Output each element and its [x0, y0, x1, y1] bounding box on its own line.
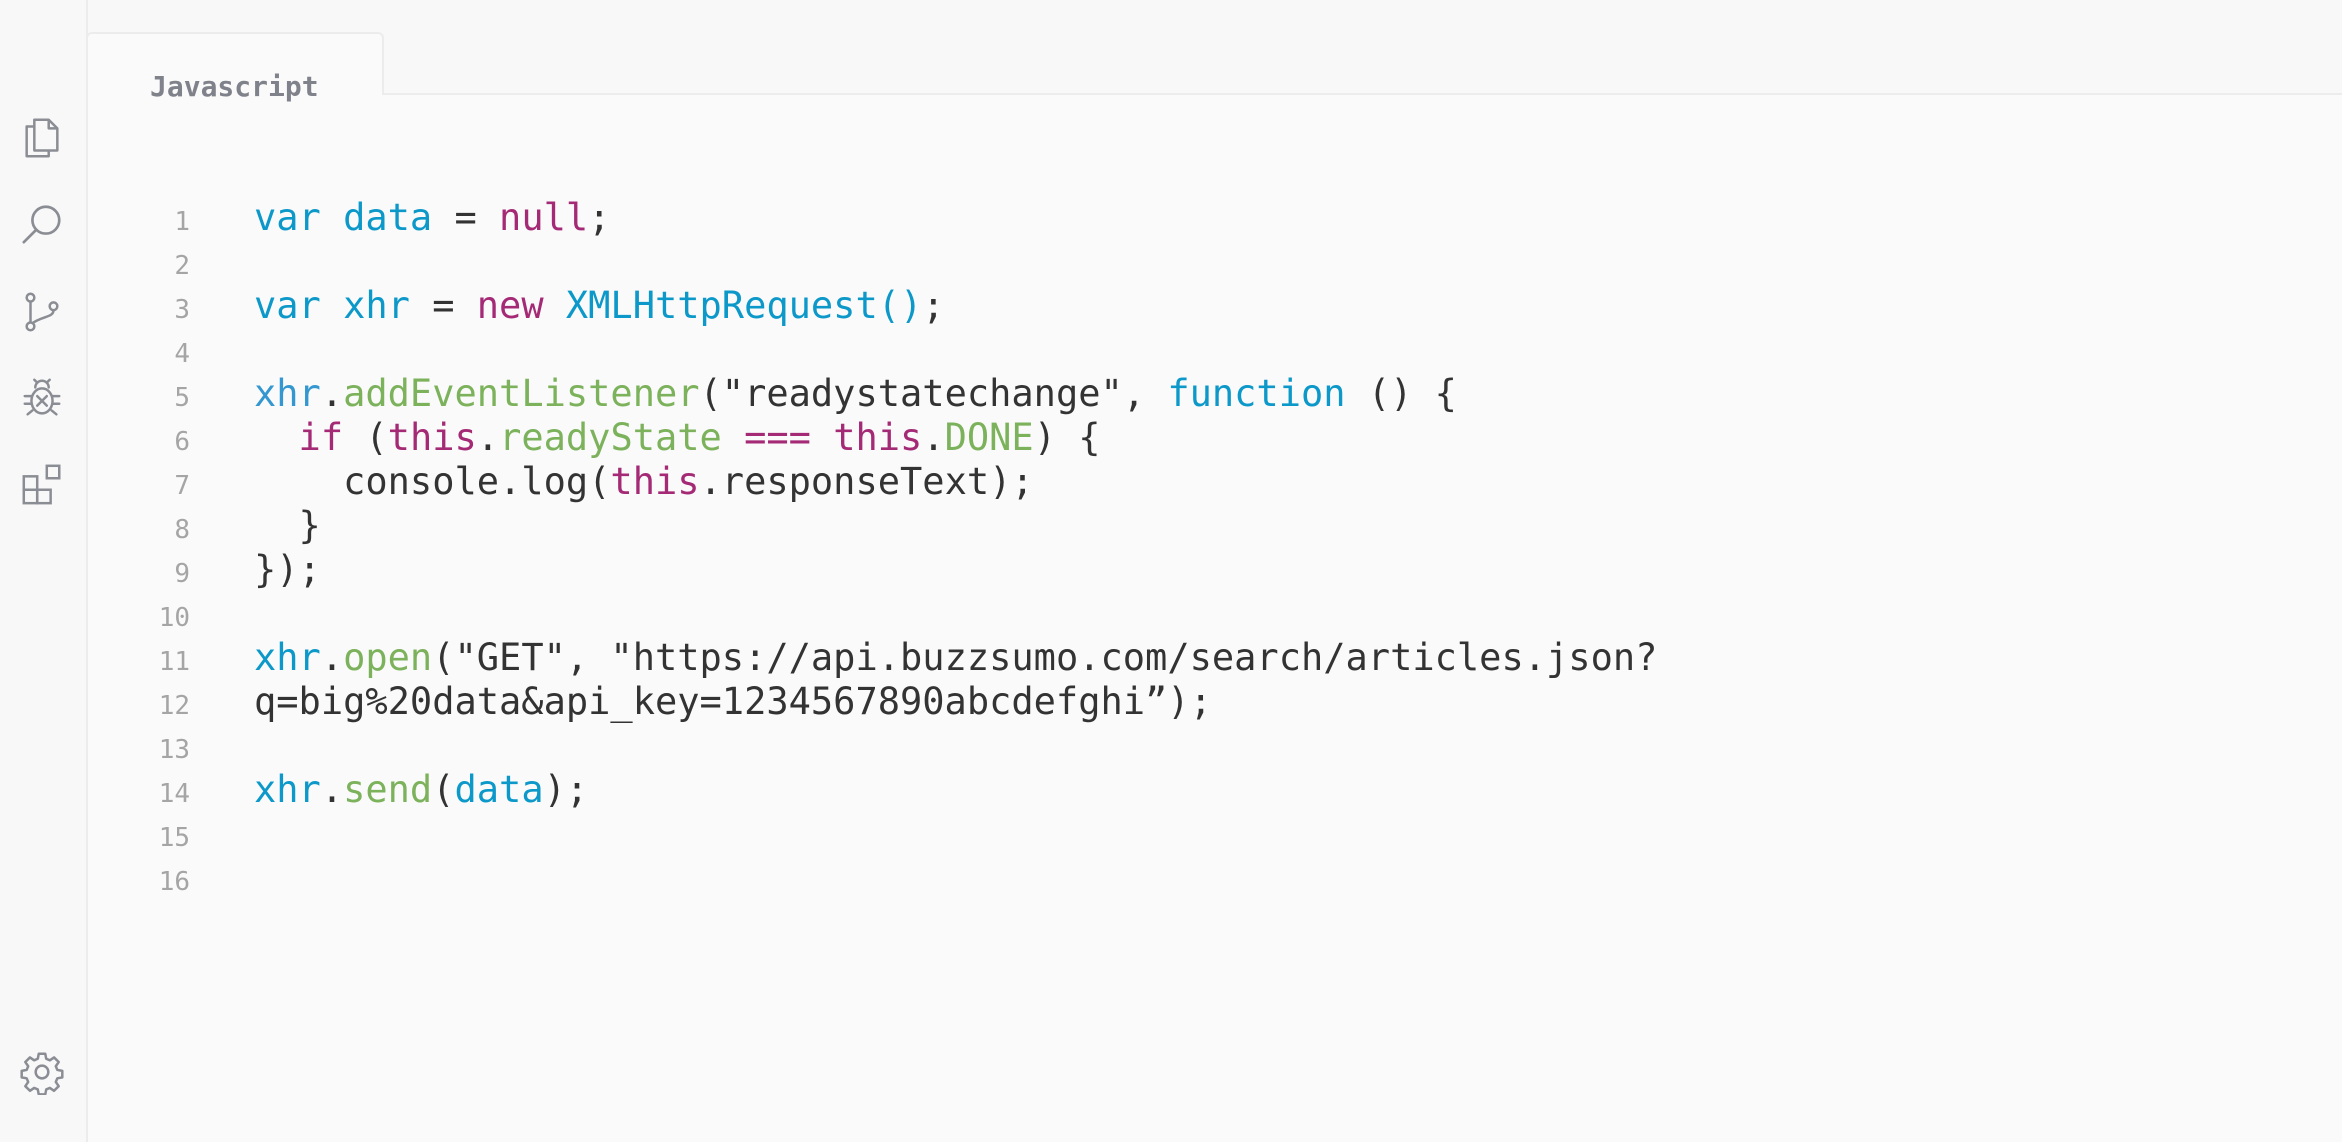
- code-line[interactable]: 13: [88, 724, 2342, 768]
- line-number: 12: [158, 691, 190, 721]
- code-token: .: [922, 416, 945, 459]
- line-number: 7: [174, 471, 190, 501]
- tab-strip: Javascript: [86, 0, 2342, 103]
- code-token: null: [499, 196, 589, 239]
- tab-label: Javascript: [150, 70, 319, 103]
- code-token: data: [343, 196, 433, 239]
- code-token: ===: [721, 416, 834, 459]
- line-source: }: [254, 504, 321, 548]
- code-line[interactable]: 1 var data = null;: [88, 196, 2342, 240]
- code-token: });: [254, 548, 321, 591]
- debug-icon[interactable]: [18, 374, 66, 422]
- code-line[interactable]: 3 var xhr = new XMLHttpRequest();: [88, 284, 2342, 328]
- code-token: var: [254, 284, 344, 327]
- code-line[interactable]: 7 console.log(this.responseText);: [88, 460, 2342, 504]
- line-source: xhr.addEventListener("readystatechange",…: [254, 372, 1457, 416]
- code-line[interactable]: 16: [88, 856, 2342, 900]
- line-source: var data = null;: [254, 196, 610, 240]
- code-token: ;: [922, 284, 945, 327]
- line-number: 15: [158, 823, 190, 853]
- line-source: });: [254, 548, 321, 592]
- line-number: 8: [174, 515, 190, 545]
- code-token: =: [432, 196, 500, 239]
- tab-javascript[interactable]: Javascript: [86, 32, 384, 103]
- code-token: data: [454, 768, 544, 811]
- line-number: 16: [158, 867, 190, 897]
- code-token: .: [320, 768, 344, 811]
- code-token: var: [254, 196, 344, 239]
- line-number: 1: [174, 207, 190, 237]
- line-number: 9: [174, 559, 190, 589]
- code-token: if: [254, 416, 366, 459]
- search-icon[interactable]: [18, 200, 66, 248]
- line-number: 3: [174, 295, 190, 325]
- code-token: send: [343, 768, 433, 811]
- code-token: xhr: [343, 284, 410, 327]
- code-token: this: [610, 460, 700, 503]
- line-number: 6: [174, 427, 190, 457]
- line-number: 2: [174, 251, 190, 281]
- code-token: XMLHttpRequest(): [565, 284, 923, 327]
- code-token: }: [254, 504, 321, 547]
- code-token: DONE: [944, 416, 1034, 459]
- code-token: q=big%20data&api_key=1234567890abcdefghi…: [254, 680, 1212, 723]
- code-token: .: [320, 372, 344, 415]
- code-token: ("readystatechange",: [699, 372, 1168, 415]
- code-token: new: [476, 284, 566, 327]
- source-control-icon[interactable]: [18, 288, 66, 336]
- line-source: var xhr = new XMLHttpRequest();: [254, 284, 945, 328]
- line-number: 10: [158, 603, 190, 633]
- code-line[interactable]: 15: [88, 812, 2342, 856]
- line-source: if (this.readyState === this.DONE) {: [254, 416, 1101, 460]
- code-token: .: [476, 416, 500, 459]
- code-token: =: [409, 284, 477, 327]
- code-token: ;: [588, 196, 611, 239]
- code-token: xhr: [254, 372, 321, 415]
- code-line[interactable]: 9});: [88, 548, 2342, 592]
- line-source: xhr.send(data);: [254, 768, 588, 812]
- code-token: xhr: [254, 636, 321, 679]
- code-token: addEventListener: [343, 372, 700, 415]
- code-token: xhr: [254, 768, 321, 811]
- code-line[interactable]: 6 if (this.readyState === this.DONE) {: [88, 416, 2342, 460]
- line-source: console.log(this.responseText);: [254, 460, 1034, 504]
- code-token: ) {: [1033, 416, 1101, 459]
- line-number: 13: [158, 735, 190, 765]
- code-token: );: [543, 768, 589, 811]
- code-token: console.log(: [254, 460, 611, 503]
- code-token: () {: [1345, 372, 1457, 415]
- line-number: 5: [174, 383, 190, 413]
- gear-icon[interactable]: [18, 1048, 66, 1096]
- code-line[interactable]: 4: [88, 328, 2342, 372]
- code-line[interactable]: 8 }: [88, 504, 2342, 548]
- code-token: .: [320, 636, 344, 679]
- activity-bar: [0, 0, 86, 1142]
- line-number: 11: [158, 647, 190, 677]
- code-line[interactable]: 2: [88, 240, 2342, 284]
- code-line[interactable]: 5 xhr.addEventListener("readystatechange"…: [88, 372, 2342, 416]
- code-token: open: [343, 636, 433, 679]
- copy-icon[interactable]: [18, 114, 66, 162]
- code-line[interactable]: 11 xhr.open("GET", "https://api.buzzsumo.…: [88, 636, 2342, 680]
- code-area[interactable]: 1 var data = null; 2 3 var xhr = new XMLHttp…: [88, 196, 2342, 900]
- code-line[interactable]: 12 q=big%20data&api_key=1234567890abcdefg…: [88, 680, 2342, 724]
- line-number: 14: [158, 779, 190, 809]
- line-source: q=big%20data&api_key=1234567890abcdefghi…: [254, 680, 1212, 724]
- code-token: .responseText);: [699, 460, 1034, 503]
- code-token: (: [365, 416, 388, 459]
- extensions-icon[interactable]: [18, 460, 66, 508]
- code-line[interactable]: 10: [88, 592, 2342, 636]
- code-token: this: [387, 416, 477, 459]
- line-source: xhr.open("GET", "https://api.buzzsumo.co…: [254, 636, 1657, 680]
- line-number: 4: [174, 339, 190, 369]
- code-token: readyState: [499, 416, 722, 459]
- code-token: function: [1167, 372, 1346, 415]
- code-line[interactable]: 14 xhr.send(data);: [88, 768, 2342, 812]
- editor-pane: Javascript 1 var data = null; 2 3 var xhr = …: [86, 0, 2342, 1142]
- code-token: this: [833, 416, 923, 459]
- code-token: ("GET", "https://api.buzzsumo.com/search…: [432, 636, 1658, 679]
- code-token: (: [432, 768, 455, 811]
